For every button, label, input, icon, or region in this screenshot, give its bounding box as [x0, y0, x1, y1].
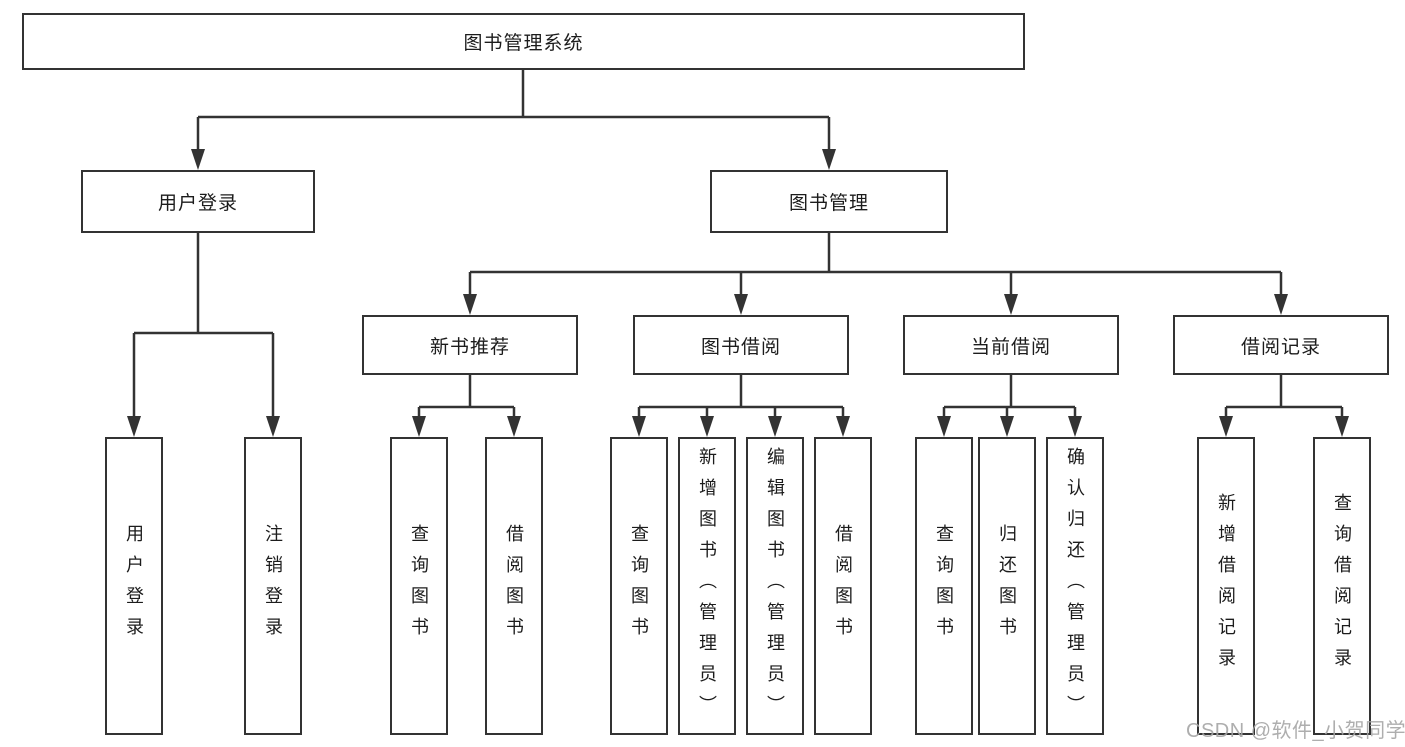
- leaf-current-confirm-return-admin: 确认归还（管理员）: [1046, 437, 1104, 735]
- leaf-user-login: 用户登录: [105, 437, 163, 735]
- node-book-management: 图书管理: [710, 170, 948, 233]
- leaf-record-query-borrow-record: 查询借阅记录: [1313, 437, 1371, 735]
- leaf-borrow-add-books-admin: 新增图书（管理员）: [678, 437, 736, 735]
- node-book-borrow: 图书借阅: [633, 315, 849, 375]
- node-borrow-records: 借阅记录: [1173, 315, 1389, 375]
- leaf-borrow-edit-books-admin: 编辑图书（管理员）: [746, 437, 804, 735]
- node-new-book-recommend: 新书推荐: [362, 315, 578, 375]
- leaf-current-query-books: 查询图书: [915, 437, 973, 735]
- leaf-borrow-borrow-books: 借阅图书: [814, 437, 872, 735]
- leaf-recommend-borrow-books: 借阅图书: [485, 437, 543, 735]
- node-current-borrow: 当前借阅: [903, 315, 1119, 375]
- leaf-logout: 注销登录: [244, 437, 302, 735]
- node-root-library-system: 图书管理系统: [22, 13, 1025, 70]
- leaf-current-return-books: 归还图书: [978, 437, 1036, 735]
- csdn-watermark: CSDN @软件_小贺同学: [1186, 720, 1405, 742]
- arrowheads: [127, 149, 1349, 437]
- node-user-login: 用户登录: [81, 170, 315, 233]
- leaf-recommend-query-books: 查询图书: [390, 437, 448, 735]
- leaf-borrow-query-books: 查询图书: [610, 437, 668, 735]
- leaf-record-add-borrow-record: 新增借阅记录: [1197, 437, 1255, 735]
